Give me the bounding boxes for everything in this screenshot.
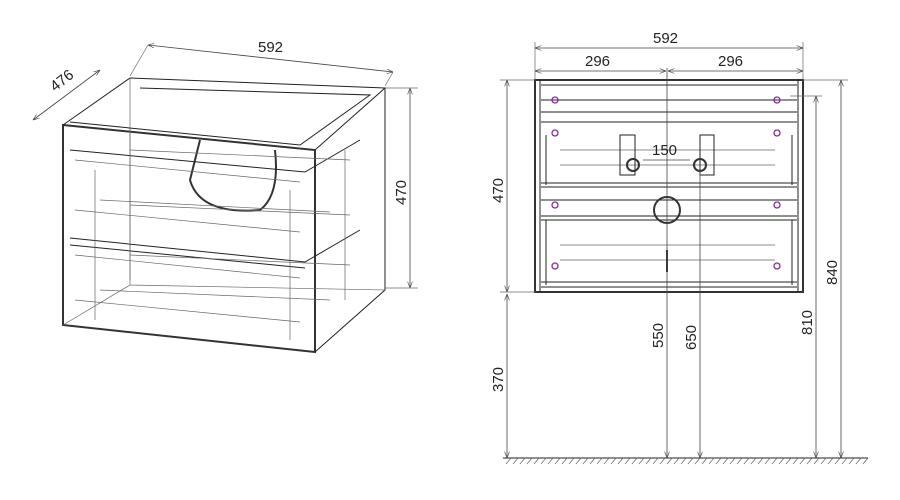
iso-width-dim: 592 [258, 39, 283, 56]
tap-height-dim: 650 [683, 325, 700, 350]
front-face [62, 123, 316, 354]
total-height-dim: 840 [824, 260, 841, 285]
rail-height-dim: 810 [799, 310, 816, 335]
front-view: 592 296 296 150 470 370 550 650 810 840 [490, 30, 869, 465]
right-half-dim: 296 [718, 53, 743, 70]
isometric-view: 592 476 470 [33, 39, 418, 354]
cabinet-outline [534, 79, 804, 293]
tap-spacing-dim: 150 [652, 142, 677, 159]
iso-height-dim: 470 [393, 180, 410, 205]
mount-height-dim: 370 [490, 367, 507, 392]
total-width-dim: 592 [653, 30, 678, 47]
tap-hole-left [626, 158, 640, 172]
drain-height-dim: 550 [650, 323, 667, 348]
body-height-dim: 470 [490, 178, 507, 203]
fixing-points [551, 96, 781, 270]
drawers [69, 130, 361, 340]
left-half-dim: 296 [585, 53, 610, 70]
sink-bowl [188, 139, 277, 212]
floor-line [503, 457, 869, 465]
